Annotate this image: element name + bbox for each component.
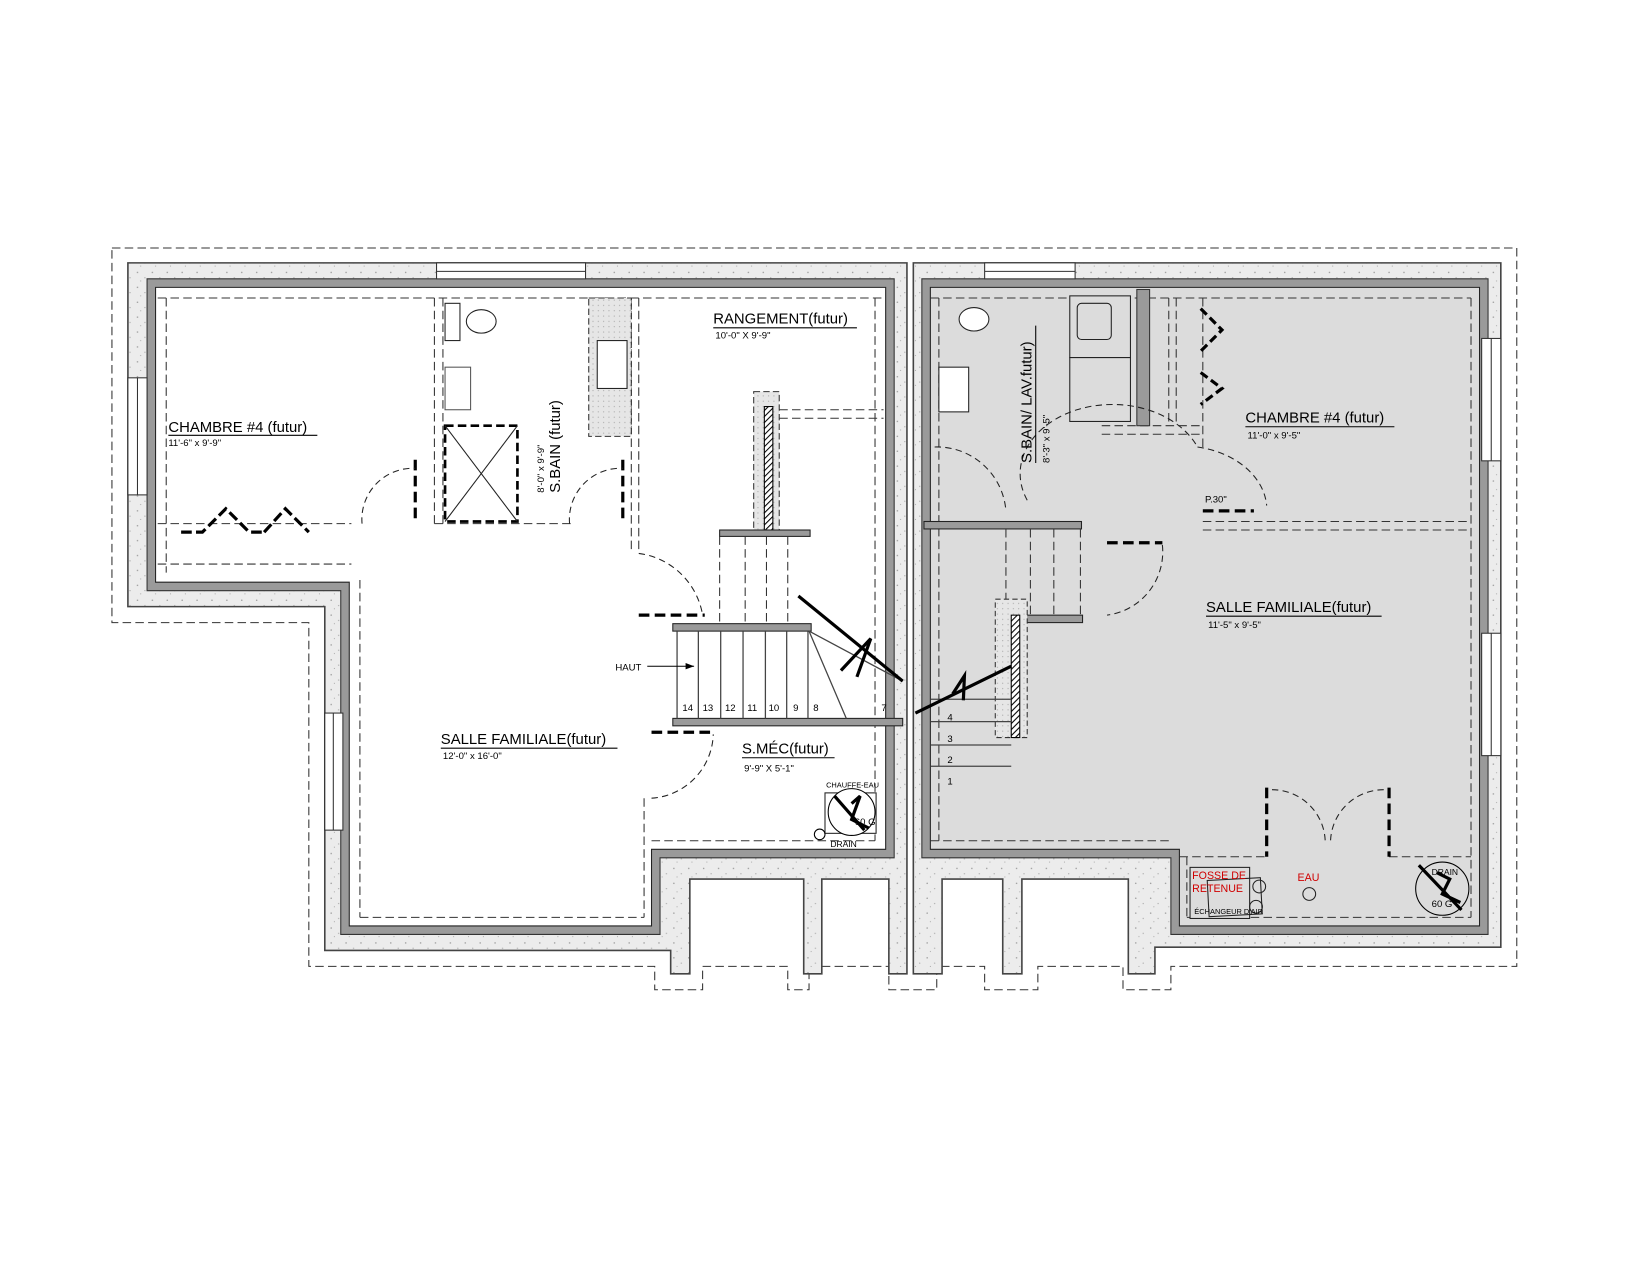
left-unit — [127, 262, 908, 975]
step-number: 2 — [947, 755, 952, 766]
step-number: 7 — [881, 703, 886, 714]
bifold-door — [1199, 307, 1225, 406]
right-partitions: P.30" — [930, 288, 1472, 918]
room-name-mechanical: S.MÉC(futur) — [742, 741, 829, 758]
step-number: 9 — [793, 703, 798, 714]
room-name-bathroom: S.BAIN (futur) — [548, 400, 564, 493]
room-size-bedroom: 11'-6" x 9'-9" — [168, 438, 221, 449]
room-size-bathroom: 8'-0" x 9'-9" — [536, 445, 547, 493]
room-name-bedroom: CHAMBRE #4 (futur) — [168, 420, 307, 436]
towel-rack — [444, 366, 472, 411]
room-size-storage: 10'-0" X 9'-9" — [715, 330, 770, 341]
room-name-bedroom: CHAMBRE #4 (futur) — [1245, 411, 1384, 427]
footing-outline — [111, 247, 1518, 991]
water-heater-capacity: 60 G — [1432, 899, 1453, 910]
washer — [1069, 357, 1131, 422]
mechanical-right: FOSSE DE RETENUE ÉCHANGEUR D'AIR EAU DRA… — [1189, 861, 1470, 920]
floor — [155, 286, 887, 927]
water-label: EAU — [1298, 872, 1320, 884]
right-unit — [912, 262, 1502, 975]
step-number: 8 — [813, 703, 818, 714]
room-name-family: SALLE FAMILIALE(futur) — [1206, 600, 1371, 616]
water-heater-capacity: 60 G — [855, 817, 876, 828]
stair-direction-label: HAUT — [615, 662, 641, 673]
step-number: 14 — [682, 703, 693, 714]
door-note: P.30" — [1205, 494, 1227, 505]
right-labels: S.BAIN/ LAV.futur) 8'-3" x 9'-5" CHAMBRE… — [1019, 325, 1395, 631]
floor — [929, 286, 1481, 927]
sink — [596, 340, 628, 389]
windows — [127, 262, 1502, 831]
drain-label: DRAIN — [1432, 867, 1458, 877]
step-number: 13 — [703, 703, 714, 714]
water-heater-left: CHAUFFE-EAU 60 G DRAIN — [813, 781, 879, 849]
right-stair: 4 3 2 1 — [914, 520, 1084, 787]
bifold-door — [181, 506, 310, 534]
step-number: 3 — [947, 734, 952, 745]
step-number: 1 — [947, 776, 952, 787]
room-size-bedroom: 11'-0" x 9'-5" — [1248, 430, 1301, 441]
water-heater-right — [1415, 861, 1470, 916]
step-number: 4 — [947, 713, 953, 724]
toilet — [958, 307, 990, 332]
drain-label: DRAIN — [830, 839, 856, 849]
sink — [938, 366, 970, 413]
air-exchanger-label: ÉCHANGEUR D'AIR — [1194, 907, 1263, 916]
toilet-tank — [444, 302, 461, 342]
room-name-family: SALLE FAMILIALE(futur) — [441, 732, 606, 748]
step-number: 11 — [747, 703, 757, 714]
room-size-bath-laundry: 8'-3" x 9'-5" — [1042, 415, 1053, 463]
step-number: 10 — [769, 703, 780, 714]
sump-label: FOSSE DE RETENUE — [1192, 870, 1247, 896]
room-size-mechanical: 9'-9" X 5'-1" — [744, 764, 794, 775]
room-name-storage: RANGEMENT(futur) — [713, 312, 848, 328]
left-stair: HAUT 14 13 12 11 10 9 8 7 — [615, 529, 904, 727]
room-name-bath-laundry: S.BAIN/ LAV.futur) — [1019, 341, 1035, 463]
room-size-family: 12'-0" x 16'-0" — [443, 751, 502, 762]
toilet — [465, 309, 497, 334]
room-size-family: 11'-5" x 9'-5" — [1208, 620, 1261, 631]
step-number: 12 — [725, 703, 736, 714]
left-labels: CHAMBRE #4 (futur) 11'-6" x 9'-9" S.BAIN… — [168, 312, 857, 775]
water-inlet — [1302, 887, 1317, 901]
dryer — [1069, 295, 1131, 359]
water-heater-label: CHAUFFE-EAU — [826, 781, 879, 790]
